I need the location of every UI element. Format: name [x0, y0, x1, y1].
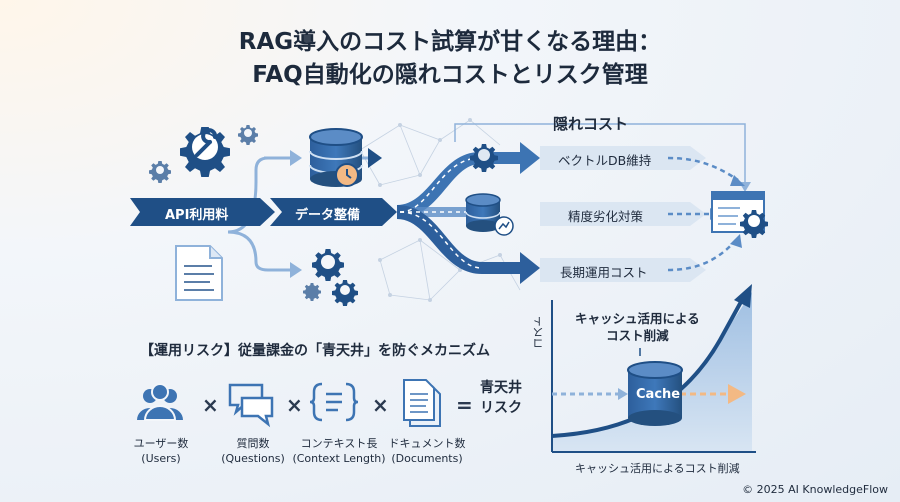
- risk-result-line-1: 青天井: [480, 380, 522, 396]
- data-banner: [270, 198, 397, 226]
- factor-label: ユーザー数: [133, 437, 189, 450]
- api-label: API利用料: [165, 208, 229, 223]
- equals-operator: =: [456, 393, 473, 417]
- chat-bubbles-icon: [228, 383, 274, 428]
- risk-heading: 【運用リスク】従量課金の「青天井」を防ぐメカニズム: [140, 343, 490, 359]
- api-banner: [130, 198, 275, 226]
- copyright: © 2025 AI KnowledgeFlow: [742, 483, 888, 496]
- settings-gear-icon: [149, 125, 258, 183]
- hidden-cost-pills: [540, 146, 706, 282]
- brackets-icon: [309, 382, 359, 422]
- users-icon: [137, 383, 183, 421]
- factor-documents: ドキュメント数 (Documents): [382, 436, 472, 466]
- factor-label: ドキュメント数: [388, 437, 466, 450]
- gears-icon: [303, 249, 358, 306]
- factor-sub: (Questions): [221, 452, 285, 465]
- connector-arrowheads: [290, 150, 302, 278]
- title-line-2: FAQ自動化の隠れコストとリスク管理: [252, 62, 648, 88]
- database-icon-small: [465, 193, 514, 236]
- risk-result: 青天井 リスク: [480, 378, 522, 418]
- arrow-head: [368, 148, 382, 168]
- chart-annotation-line-1: キャッシュ活用による: [575, 311, 700, 326]
- documents-icon: [403, 379, 441, 427]
- factor-sub: (Users): [141, 452, 181, 465]
- hidden-cost-item-accuracy: 精度劣化対策: [568, 209, 644, 224]
- factor-users: ユーザー数 (Users): [116, 436, 206, 466]
- document-icon: [175, 245, 223, 301]
- factor-sub: (Context Length): [292, 452, 386, 465]
- multiply-operator: ×: [372, 393, 389, 417]
- hidden-cost-heading: 隠れコスト: [553, 115, 629, 133]
- multiply-operator: ×: [202, 393, 219, 417]
- title-line-1: RAG導入のコスト試算が甘くなる理由：: [238, 29, 662, 55]
- dashed-arrows: [667, 156, 739, 272]
- chart-annotation-line-2: コスト削減: [606, 328, 669, 343]
- hidden-cost-item-long-term: 長期運用コスト: [560, 265, 648, 280]
- factor-context-length: コンテキスト長 (Context Length): [291, 436, 387, 466]
- branch-flows: [397, 142, 540, 284]
- cache-label: Cache: [636, 387, 681, 402]
- chart-y-label: コスト: [532, 316, 545, 349]
- factor-questions: 質問数 (Questions): [208, 436, 298, 466]
- dashboard-gear-icon: [711, 191, 768, 238]
- hidden-cost-item-vector-db: ベクトルDB維持: [558, 153, 652, 168]
- chart-annotation: キャッシュ活用による コスト削減: [575, 310, 700, 344]
- factor-sub: (Documents): [391, 452, 463, 465]
- factor-label: コンテキスト長: [300, 437, 378, 450]
- multiply-operator: ×: [286, 393, 303, 417]
- gear-icon: [470, 144, 498, 172]
- risk-result-line-2: リスク: [480, 400, 522, 416]
- connector-lines: [227, 156, 372, 272]
- cost-chart: [551, 284, 756, 453]
- chart-x-caption: キャッシュ活用によるコスト削減: [575, 462, 740, 475]
- database-icon: [309, 128, 363, 187]
- page-title: RAG導入のコスト試算が甘くなる理由： FAQ自動化の隠れコストとリスク管理: [0, 26, 900, 92]
- data-prep-label: データ整備: [295, 208, 361, 223]
- hidden-cost-bracket: [454, 123, 746, 188]
- factor-label: 質問数: [236, 437, 270, 450]
